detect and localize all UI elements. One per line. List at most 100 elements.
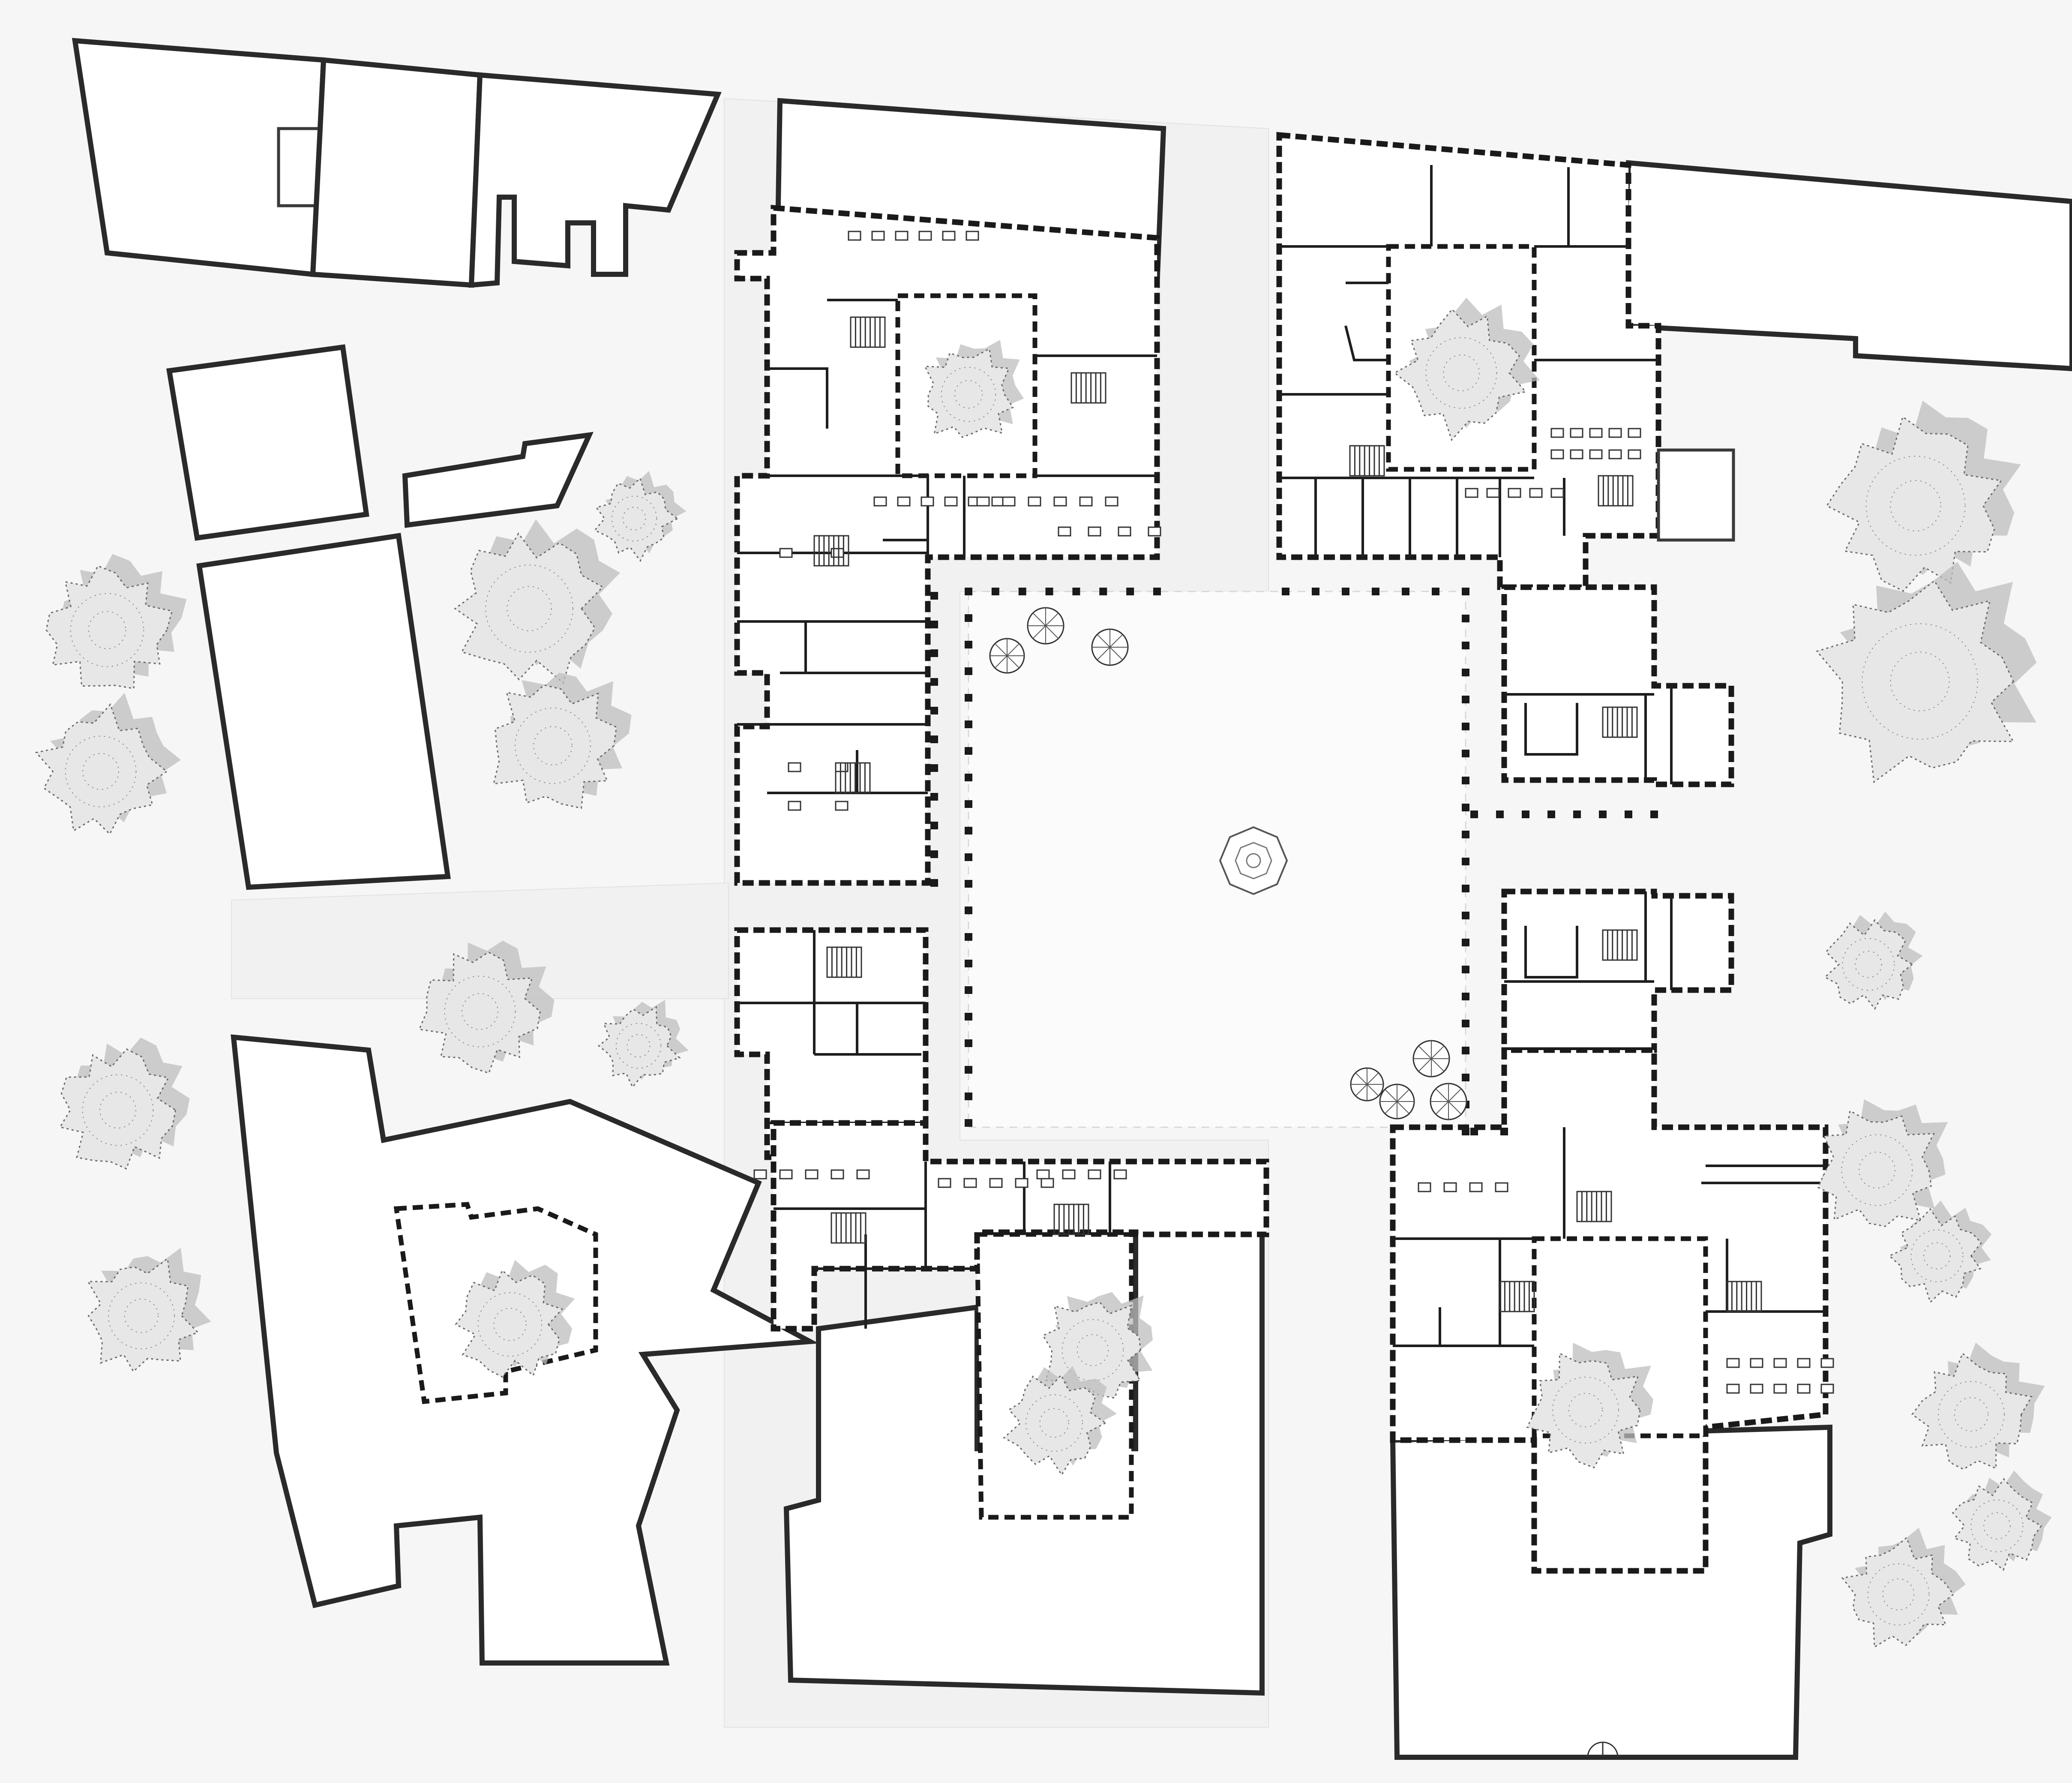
table xyxy=(942,231,956,241)
table xyxy=(895,231,909,241)
table xyxy=(1608,449,1622,459)
pier xyxy=(1500,1128,1508,1135)
east-wing-upper xyxy=(1501,584,1734,787)
tree xyxy=(1817,1099,1948,1227)
pier xyxy=(991,588,999,595)
pier xyxy=(965,720,972,728)
tree xyxy=(594,471,687,562)
pier xyxy=(930,850,938,858)
stair xyxy=(1726,1281,1762,1312)
umbrella xyxy=(1412,1040,1450,1078)
south-east-entrance-door xyxy=(1587,1741,1619,1758)
pier xyxy=(1126,588,1134,595)
pier xyxy=(965,747,972,755)
table xyxy=(1148,526,1161,537)
colonnade-piers xyxy=(930,588,1658,1135)
umbrellas-layer xyxy=(989,607,1467,1120)
tree xyxy=(1841,1528,1966,1648)
pier xyxy=(1099,588,1107,595)
pier xyxy=(1072,588,1080,595)
stair xyxy=(850,316,886,348)
tree xyxy=(1816,562,2037,783)
pier xyxy=(1462,642,1469,649)
west-block-1 xyxy=(166,344,369,541)
pier xyxy=(965,1013,972,1021)
table xyxy=(1088,1169,1101,1180)
pier xyxy=(965,1119,972,1127)
pier xyxy=(1462,723,1469,730)
octagonal-fountain xyxy=(1219,826,1288,895)
main-square xyxy=(968,591,1466,1128)
table xyxy=(1589,449,1603,459)
stair xyxy=(831,1212,867,1244)
pier xyxy=(965,694,972,702)
south-west-wing-partitions xyxy=(774,1162,1111,1329)
umbrella xyxy=(1350,1067,1384,1102)
tree xyxy=(1911,1342,2045,1470)
pier xyxy=(1342,588,1349,595)
table xyxy=(944,496,958,507)
table xyxy=(848,231,861,241)
table xyxy=(1028,496,1041,507)
stair xyxy=(1576,1191,1612,1222)
pier xyxy=(965,933,972,941)
pier xyxy=(1462,588,1469,595)
tree xyxy=(1393,297,1540,441)
tree xyxy=(454,519,621,684)
north-east-annex xyxy=(1657,448,1735,542)
table xyxy=(1508,488,1521,498)
stair xyxy=(1070,372,1106,404)
pier xyxy=(965,907,972,914)
table xyxy=(1118,526,1131,537)
pier xyxy=(965,800,972,808)
south-east-building xyxy=(1390,1424,1832,1760)
table xyxy=(1036,1169,1050,1180)
table xyxy=(788,801,801,811)
tree xyxy=(924,340,1024,438)
pier xyxy=(1462,696,1469,703)
table xyxy=(1015,1178,1029,1188)
pier xyxy=(1462,669,1469,676)
north-east-wing-partitions xyxy=(1279,165,1658,557)
table xyxy=(873,496,887,507)
table xyxy=(1797,1384,1811,1394)
table xyxy=(1570,449,1583,459)
pier xyxy=(965,853,972,861)
pier xyxy=(965,960,972,967)
table xyxy=(805,1169,819,1180)
pier xyxy=(1462,912,1469,919)
table xyxy=(1550,428,1564,438)
pier xyxy=(965,614,972,622)
table xyxy=(966,231,979,241)
pier xyxy=(965,588,972,595)
umbrella xyxy=(1091,628,1129,666)
table xyxy=(921,496,934,507)
umbrella xyxy=(989,638,1025,674)
table xyxy=(976,496,990,507)
pier xyxy=(1462,993,1469,1000)
pier xyxy=(1312,588,1319,595)
pier xyxy=(930,879,938,887)
pier xyxy=(1470,810,1478,818)
pier xyxy=(930,621,938,628)
pier xyxy=(1599,810,1607,818)
stair xyxy=(1053,1204,1089,1235)
pier xyxy=(1402,588,1409,595)
tree xyxy=(45,554,187,690)
umbrella xyxy=(1430,1083,1467,1120)
pier xyxy=(1045,588,1053,595)
stair xyxy=(1349,445,1385,477)
table xyxy=(918,231,932,241)
table xyxy=(897,496,911,507)
tree xyxy=(35,693,181,835)
pier xyxy=(1462,966,1469,973)
pier xyxy=(1018,588,1026,595)
tree xyxy=(455,1260,575,1378)
furniture-layer xyxy=(753,231,1834,1394)
west-wing-partitions xyxy=(737,930,926,1124)
west-block-3 xyxy=(196,533,451,890)
table xyxy=(1062,1169,1076,1180)
table xyxy=(963,1178,977,1188)
table xyxy=(1040,1178,1054,1188)
west-wing xyxy=(734,927,929,1160)
